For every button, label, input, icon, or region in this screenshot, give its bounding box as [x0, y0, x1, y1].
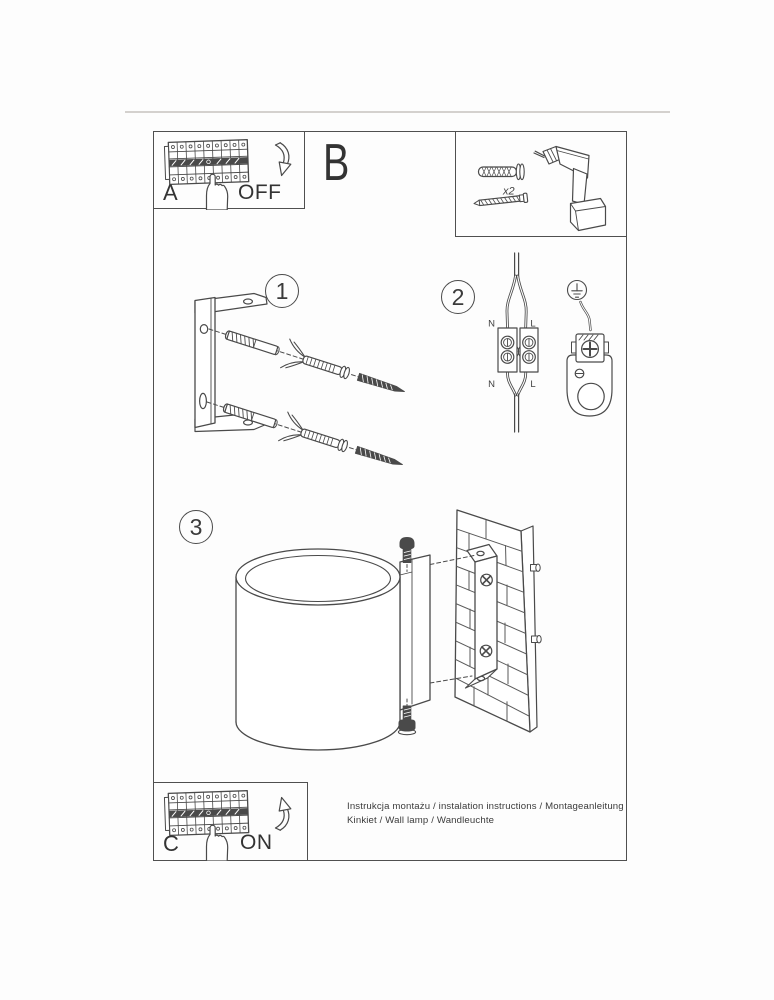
power-on-panel: C ON	[153, 782, 308, 862]
section-b-label: B	[323, 134, 350, 192]
alignment-dashed-lines	[429, 555, 475, 684]
step-3-illustration	[235, 509, 542, 751]
lamp-cylinder	[235, 548, 401, 751]
arrow-down-icon	[274, 142, 292, 177]
ground-symbol-icon	[566, 279, 588, 301]
step-1-illustration	[194, 292, 410, 480]
breaker-on-illustration	[163, 790, 292, 862]
fixing-screw-top	[399, 537, 415, 572]
fastener-set-bottom	[201, 387, 408, 480]
page-border	[153, 131, 627, 861]
wire-label-n-top: N	[488, 319, 495, 330]
pointing-hand-icon	[205, 173, 229, 211]
drill-icon	[533, 145, 607, 232]
step-1-badge: 1	[265, 274, 299, 308]
breaker-panel	[163, 139, 250, 186]
anchor-quantity-label: x2	[502, 186, 515, 198]
caption-line-2: Kinkiet / Wall lamp / Wandleuchte	[347, 815, 495, 827]
step-2-illustration: N L N L	[488, 252, 613, 433]
fastener-set-top	[203, 314, 410, 407]
lamp-backplate	[399, 554, 431, 711]
wire-label-n-bottom: N	[488, 379, 495, 390]
step-3-badge: 3	[179, 510, 213, 544]
wall-bracket	[464, 543, 498, 689]
tools-required-panel: x2	[455, 131, 627, 237]
wall-screw-icons	[530, 563, 542, 644]
caption: Instrukcja montażu / instalation instruc…	[347, 800, 647, 828]
arrow-up-icon	[274, 796, 292, 831]
wire-label-l-top: L	[530, 319, 535, 330]
mains-cable	[505, 252, 528, 433]
fixing-screw-bottom	[397, 698, 417, 736]
step-2-badge: 2	[441, 280, 475, 314]
tools-illustration: x2	[473, 145, 607, 232]
wire-label-l-bottom: L	[530, 379, 535, 390]
screw-icon	[473, 192, 529, 207]
caption-line-1: Instrukcja montażu / instalation instruc…	[347, 801, 624, 812]
breaker-off-illustration	[163, 139, 292, 211]
pointing-hand-icon	[205, 824, 229, 862]
panel-c-label: C	[163, 831, 179, 856]
ground-wire	[579, 300, 592, 332]
panel-a-label: A	[163, 180, 178, 205]
breaker-panel	[163, 790, 250, 837]
terminal-block	[497, 327, 539, 373]
ground-terminal	[571, 333, 609, 363]
wall-plug-icon	[477, 163, 525, 181]
power-off-panel: A OFF	[153, 131, 305, 211]
power-on-text: ON	[240, 831, 273, 854]
lamp-backplate	[566, 354, 613, 417]
power-off-text: OFF	[238, 181, 282, 204]
scan-artifact-line	[125, 111, 670, 113]
